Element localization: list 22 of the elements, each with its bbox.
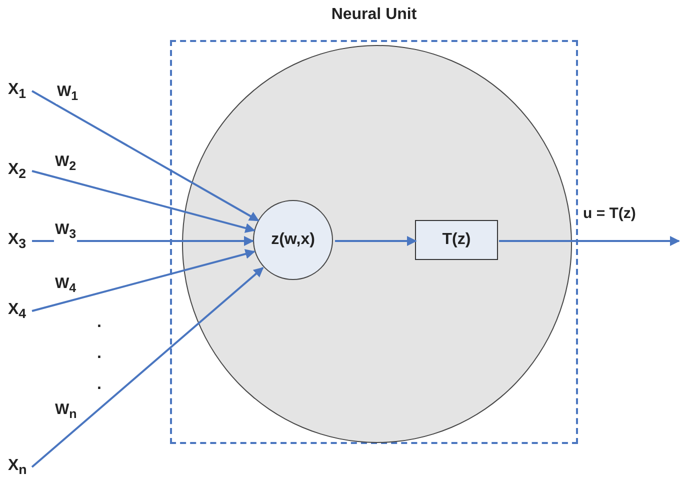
- arrow: [32, 90, 260, 222]
- arrow: [32, 249, 256, 312]
- function-label: T(z): [442, 231, 471, 249]
- ellipsis-dot: .: [97, 314, 102, 332]
- function-box: [415, 220, 498, 260]
- input-label: X$_{1}$: [8, 81, 26, 102]
- arrow: [32, 236, 254, 246]
- function-label: z(w,x): [271, 231, 315, 249]
- input-label: X$_{n}$: [8, 457, 27, 478]
- edge-label: W$_{1}$: [56, 84, 80, 104]
- input-label: X$_{4}$: [8, 301, 26, 322]
- ellipsis-dot: .: [97, 376, 102, 394]
- input-label: X$_{3}$: [8, 231, 26, 252]
- arrow: [32, 170, 256, 233]
- edge-label: W$_{3}$: [54, 222, 78, 242]
- arrow: [335, 236, 417, 246]
- arrow: [31, 267, 264, 468]
- unit-title: Neural Unit: [330, 6, 418, 24]
- input-label: X$_{2}$: [8, 161, 26, 182]
- edge-label: u = T(z): [582, 206, 637, 222]
- arrow: [499, 236, 680, 246]
- ellipsis-dot: .: [97, 345, 102, 363]
